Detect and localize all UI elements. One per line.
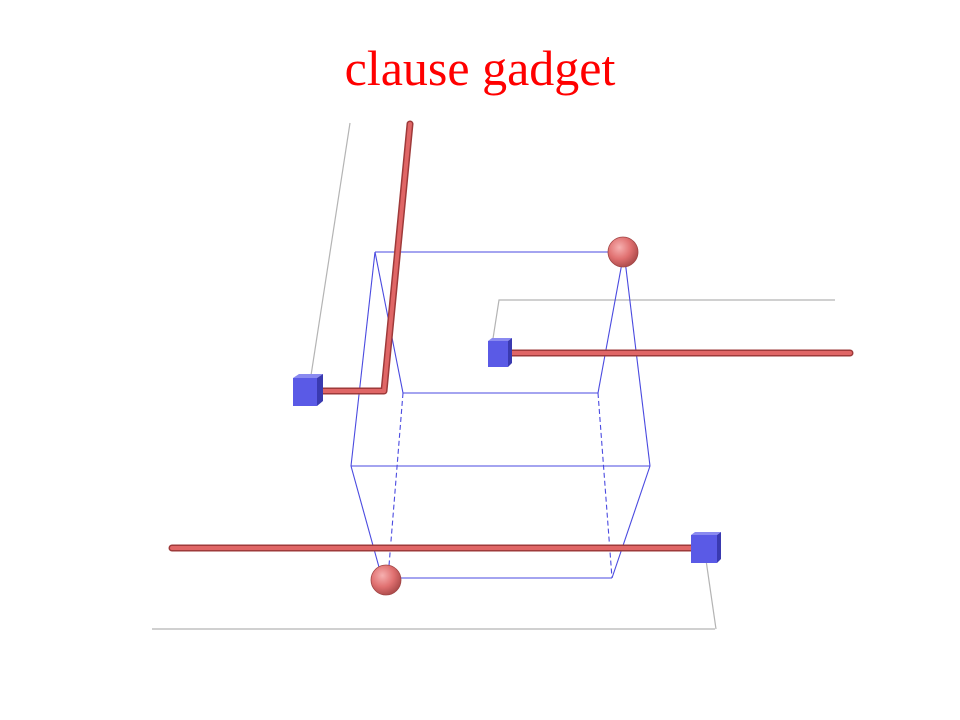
wire-frame-cube [350, 251, 651, 579]
thin-wire-right-top [491, 299, 835, 346]
pipes [168, 120, 854, 552]
connector-box-middle [488, 338, 512, 367]
sphere-bottom [370, 564, 402, 596]
slide-title: clause gadget [344, 40, 616, 96]
connector-boxes [293, 338, 721, 563]
cube-edge [623, 251, 651, 467]
connector-box-right [691, 532, 721, 563]
cube-edge [350, 465, 383, 579]
pipe-upper-left-highlight [306, 122, 412, 393]
thin-wire-left [309, 122, 351, 383]
spheres [370, 236, 639, 596]
thin-wires [152, 122, 835, 630]
thin-wire-bottom-right [705, 559, 717, 630]
cube-edge [611, 465, 651, 579]
connector-box-left [293, 374, 323, 406]
sphere-top [607, 236, 639, 268]
cube-edge [350, 251, 376, 467]
cube-edge [597, 251, 625, 394]
